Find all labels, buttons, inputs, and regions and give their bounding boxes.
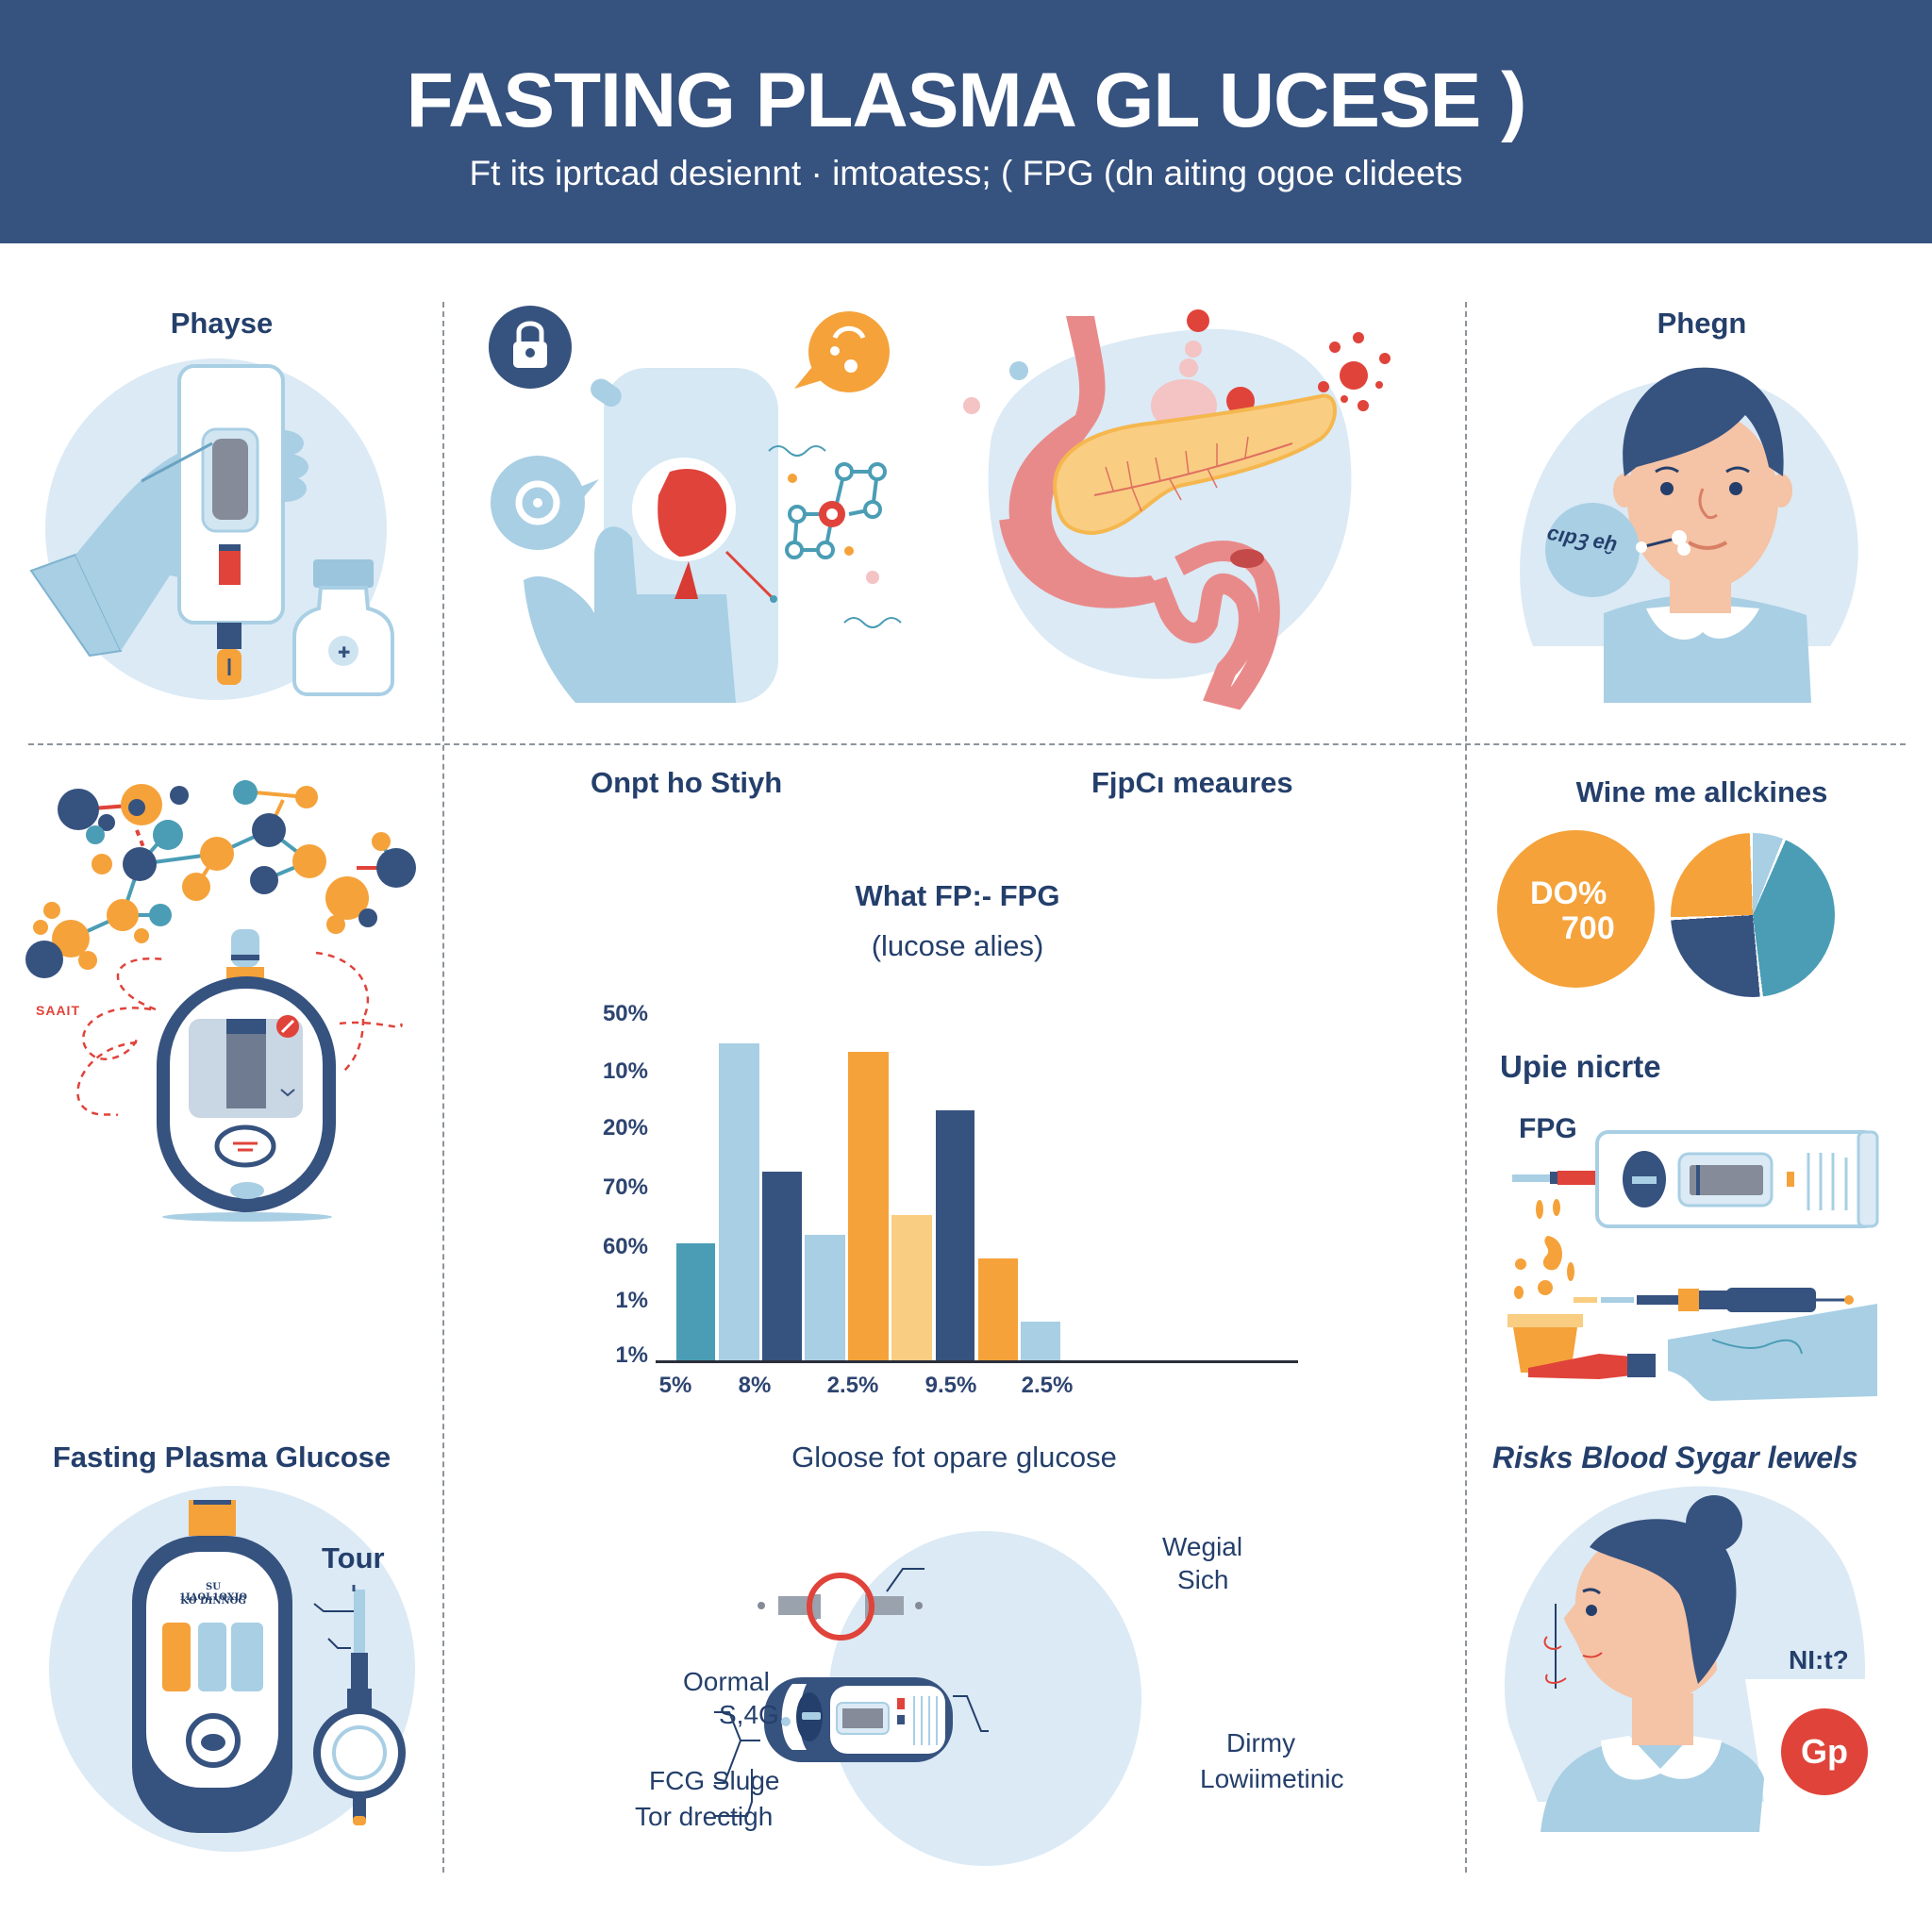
x-tick: 8%	[738, 1373, 772, 1398]
x-tick: 5%	[658, 1373, 692, 1398]
heart-magnifier-phone-icon	[489, 306, 902, 703]
gp-badge	[1781, 1708, 1868, 1795]
label-onpt-ho-stiyh: Onpt ho Stiyh	[591, 766, 783, 799]
device-screen-text-1: SU 1ΙΛOL1ΘΧΙΘ	[179, 1582, 247, 1603]
question-label: NI:t?	[1789, 1645, 1849, 1674]
orange-stat-circle	[1497, 830, 1655, 988]
page-title: FASTING PLASMA GL UCESE )	[406, 58, 1527, 143]
chart-title-line1: What FP:- FPG	[855, 879, 1060, 912]
bar-9	[1021, 1322, 1060, 1361]
bar-chart-plot	[632, 1038, 1062, 1361]
pie-chart	[1671, 833, 1835, 997]
x-tick: 2.5%	[826, 1373, 879, 1398]
label-fpg: FPG	[1519, 1113, 1577, 1144]
bar-4	[805, 1235, 845, 1361]
bar-2	[719, 1043, 759, 1361]
panel-label-risks: Risks Blood Sygar lewels	[1492, 1441, 1858, 1474]
callout-s4g: S,4G	[719, 1700, 779, 1729]
person-portrait-icon	[1520, 367, 1858, 703]
header-banner	[0, 0, 1932, 243]
stat-value: 700	[1561, 910, 1615, 946]
y-tick: 20%	[602, 1115, 648, 1141]
y-tick: 50%	[602, 1001, 648, 1026]
gp-badge-label: Gp	[1801, 1732, 1848, 1771]
callout-sich: Sich	[1177, 1565, 1229, 1594]
column-divider-left	[442, 302, 444, 1873]
bar-6	[891, 1215, 932, 1361]
y-tick: 1%	[615, 1342, 648, 1368]
callout-fcg-sluge: FCG Sluge	[649, 1766, 780, 1795]
y-tick: 10%	[602, 1058, 648, 1084]
callout-wegial: Wegial	[1162, 1532, 1243, 1561]
person-profile-icon	[1504, 1486, 1879, 1832]
row-divider	[28, 743, 1906, 745]
panel-label-phayse: Phayse	[170, 307, 274, 340]
panel-label-fasting-plasma-glucose: Fasting Plasma Glucose	[52, 1441, 391, 1474]
glucometer-and-lancet-icon	[132, 1500, 406, 1833]
svg-text:✚: ✚	[338, 643, 350, 661]
label-fpg-measures: FjpCı meaures	[1091, 766, 1293, 799]
bar-1	[676, 1243, 715, 1361]
glucose-meter-in-hand-icon: ✚	[29, 364, 394, 696]
bar-5	[848, 1052, 889, 1361]
callout-normal: Oormal	[683, 1667, 770, 1696]
glucose-strip-device-icon	[714, 1568, 989, 1817]
callout-tor-drectigh: Tor drectigh	[635, 1802, 774, 1831]
label-wine-me-allckines: Wine me allckines	[1575, 775, 1828, 808]
annotation-saait: SAAIT	[36, 1003, 80, 1018]
callout-dirmy: Dirmy	[1226, 1728, 1296, 1757]
panel-label-phegn: Phegn	[1657, 307, 1747, 340]
bar-3	[762, 1172, 802, 1361]
y-tick: 60%	[602, 1234, 648, 1259]
callout-lowiimetinic: Lowiimetinic	[1200, 1764, 1344, 1793]
molecule-glucometer-icon	[25, 780, 416, 1222]
chart-title-line2: (lucose alies)	[871, 929, 1044, 962]
label-tour: Tour	[322, 1541, 385, 1574]
x-tick: 2.5%	[1021, 1373, 1074, 1398]
y-tick: 1%	[615, 1288, 648, 1313]
bar-7	[936, 1110, 974, 1361]
fpg-test-device-icon	[1507, 1130, 1879, 1401]
x-axis-line	[656, 1360, 1298, 1363]
column-divider-right	[1465, 302, 1467, 1873]
pancreas-stomach-icon	[963, 309, 1391, 710]
panel-label-gloose: Gloose fot opare glucose	[791, 1441, 1117, 1474]
x-tick: 9.5%	[924, 1373, 977, 1398]
network-bubble-icon	[808, 311, 890, 392]
stat-percent: DO%	[1530, 875, 1607, 911]
device-screen-text-2: ΚΘ DΙΝΝΟG	[180, 1596, 246, 1607]
label-upie-nicrte: Upie nicrte	[1500, 1049, 1661, 1084]
page-subtitle: Ft its iprtcad desiennt · imtoatess; ( F…	[469, 154, 1463, 192]
bar-8	[978, 1258, 1018, 1361]
y-tick: 70%	[602, 1174, 648, 1200]
